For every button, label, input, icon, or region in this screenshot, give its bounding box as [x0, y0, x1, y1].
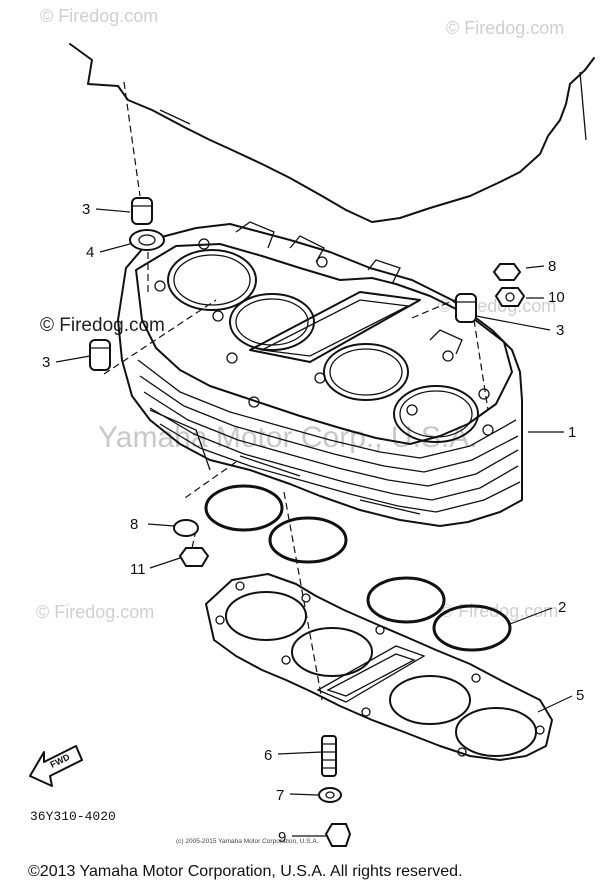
nut-10 [494, 287, 526, 307]
watermark-firedog-lower-left: © Firedog.com [36, 602, 154, 622]
watermark-yamaha: Yamaha Motor Corp., U.S.A. [98, 421, 478, 454]
callout-8-lower: 8 [130, 516, 138, 533]
callout-2: 2 [558, 599, 566, 616]
copyright-footer: ©2013 Yamaha Motor Corporation, U.S.A. A… [28, 863, 463, 880]
o-ring-4 [432, 604, 512, 652]
dowel-pin-3a [131, 197, 153, 225]
watermark-firedog-left: © Firedog.com [40, 315, 165, 336]
watermark-firedog-top-right: © Firedog.com [446, 18, 564, 38]
leader-lines [55, 208, 573, 837]
o-ring-3 [366, 576, 446, 624]
watermark-firedog-top-left: © Firedog.com [40, 6, 158, 26]
callout-11: 11 [130, 561, 146, 578]
copyright-small: (c) 2005-2015 Yamaha Motor Corporation, … [176, 838, 319, 845]
stud-6 [321, 735, 337, 777]
fwd-arrow-icon: FWD [29, 745, 83, 787]
callout-9: 9 [278, 829, 286, 846]
crankcase-outline [69, 43, 595, 223]
washer-8-upper [492, 263, 522, 281]
nut-9 [324, 823, 352, 847]
diagram-code: 36Y310-4020 [30, 809, 116, 824]
o-ring-1 [204, 484, 284, 532]
dowel-pin-3c [455, 293, 477, 323]
washer-7 [318, 787, 342, 803]
callout-8-upper: 8 [548, 258, 556, 275]
callout-10: 10 [548, 289, 565, 306]
callout-4: 4 [86, 244, 94, 261]
nut-11 [178, 547, 210, 567]
seal-4 [129, 229, 165, 251]
o-ring-2 [268, 516, 348, 564]
dowel-pin-3b [89, 339, 111, 371]
callout-3-left: 3 [42, 354, 50, 371]
cylinder-gasket [205, 573, 553, 761]
cylinder-block [117, 221, 523, 527]
callout-7: 7 [276, 787, 284, 804]
callout-3-right: 3 [556, 322, 564, 339]
callout-5: 5 [576, 687, 584, 704]
callout-3-top: 3 [82, 201, 90, 218]
washer-8-lower [173, 519, 199, 537]
callout-1: 1 [568, 424, 576, 441]
callout-6: 6 [264, 747, 272, 764]
